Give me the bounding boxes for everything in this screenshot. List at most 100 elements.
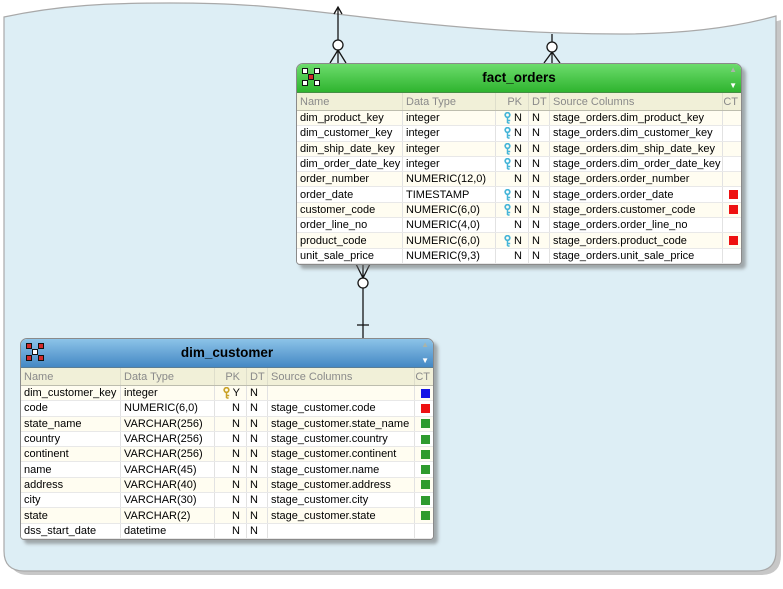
col-pk: N (496, 202, 529, 218)
col-source (268, 523, 415, 538)
col-dt: N (247, 431, 268, 447)
col-ct (415, 386, 433, 400)
column-header-data-type: Data Type (121, 368, 215, 385)
key-icon (504, 203, 511, 216)
col-data-type: VARCHAR(256) (121, 447, 215, 462)
col-data-type: NUMERIC(6,0) (403, 202, 496, 218)
col-source: stage_orders.unit_sale_price (550, 248, 723, 263)
col-pk: N (496, 187, 529, 202)
col-dt: N (529, 218, 550, 233)
relationship-external-right[interactable] (543, 34, 561, 64)
scroll-down-icon[interactable]: ▼ (729, 81, 737, 90)
col-name: name (21, 462, 121, 477)
col-pk: N (496, 218, 529, 233)
table-header[interactable]: fact_orders ▲ ▼ (297, 64, 741, 93)
key-icon (223, 387, 230, 399)
col-name: code (21, 401, 121, 416)
col-pk: N (215, 508, 247, 523)
key-icon (504, 234, 511, 247)
col-ct (415, 462, 433, 476)
col-ct (723, 187, 741, 201)
col-source: stage_customer.name (268, 462, 415, 477)
col-data-type: NUMERIC(9,3) (403, 248, 496, 263)
col-data-type: integer (403, 126, 496, 141)
col-source: stage_orders.customer_code (550, 202, 723, 218)
column-header-pk: PK (215, 368, 247, 385)
col-name: order_number (297, 172, 403, 187)
col-source: stage_customer.address (268, 477, 415, 493)
col-dt: N (247, 493, 268, 508)
col-dt: N (247, 386, 268, 401)
col-ct (723, 126, 741, 140)
col-data-type: NUMERIC(6,0) (121, 401, 215, 416)
table-fact-orders[interactable]: fact_orders ▲ ▼ Name Data Type PK DT Sou… (296, 63, 742, 265)
col-name: dim_customer_key (297, 126, 403, 141)
col-dt: N (247, 477, 268, 493)
scroll-down-icon[interactable]: ▼ (421, 356, 429, 365)
col-pk: N (215, 523, 247, 538)
col-source: stage_orders.order_line_no (550, 218, 723, 233)
col-name: dim_order_date_key (297, 156, 403, 172)
col-dt: N (529, 172, 550, 187)
col-dt: N (529, 111, 550, 126)
column-type-badge (421, 495, 430, 505)
col-dt: N (529, 248, 550, 263)
col-data-type: VARCHAR(40) (121, 477, 215, 493)
col-pk: N (215, 462, 247, 477)
col-pk: N (215, 493, 247, 508)
scroll-up-icon[interactable]: ▲ (729, 65, 737, 74)
col-pk: N (215, 477, 247, 493)
column-type-badge (421, 511, 430, 521)
col-pk: N (215, 431, 247, 447)
col-pk: N (496, 141, 529, 156)
col-dt: N (529, 156, 550, 172)
key-icon (504, 158, 511, 170)
col-data-type: VARCHAR(256) (121, 431, 215, 447)
col-ct (723, 172, 741, 186)
col-pk: Y (215, 386, 247, 401)
col-source: stage_orders.product_code (550, 233, 723, 248)
col-data-type: NUMERIC(12,0) (403, 172, 496, 187)
col-name: dim_product_key (297, 111, 403, 126)
col-data-type: integer (403, 156, 496, 172)
column-header-pk: PK (496, 93, 529, 110)
table-header[interactable]: dim_customer ▲ ▼ (21, 339, 433, 368)
col-dt: N (529, 233, 550, 248)
table-dim-customer[interactable]: dim_customer ▲ ▼ Name Data Type PK DT So… (20, 338, 434, 540)
col-data-type: VARCHAR(2) (121, 508, 215, 523)
column-header-row: Name Data Type PK DT Source Columns CT (297, 93, 741, 111)
col-dt: N (529, 141, 550, 156)
scroll-up-icon[interactable]: ▲ (421, 340, 429, 349)
col-source (268, 386, 415, 401)
col-ct (415, 493, 433, 507)
col-name: dim_customer_key (21, 386, 121, 401)
column-header-dt: DT (529, 93, 550, 110)
col-dt: N (247, 401, 268, 416)
col-name: country (21, 431, 121, 447)
relationship-external-left[interactable] (329, 5, 347, 64)
col-data-type: NUMERIC(6,0) (403, 233, 496, 248)
col-ct (723, 233, 741, 247)
col-source: stage_orders.dim_ship_date_key (550, 141, 723, 156)
